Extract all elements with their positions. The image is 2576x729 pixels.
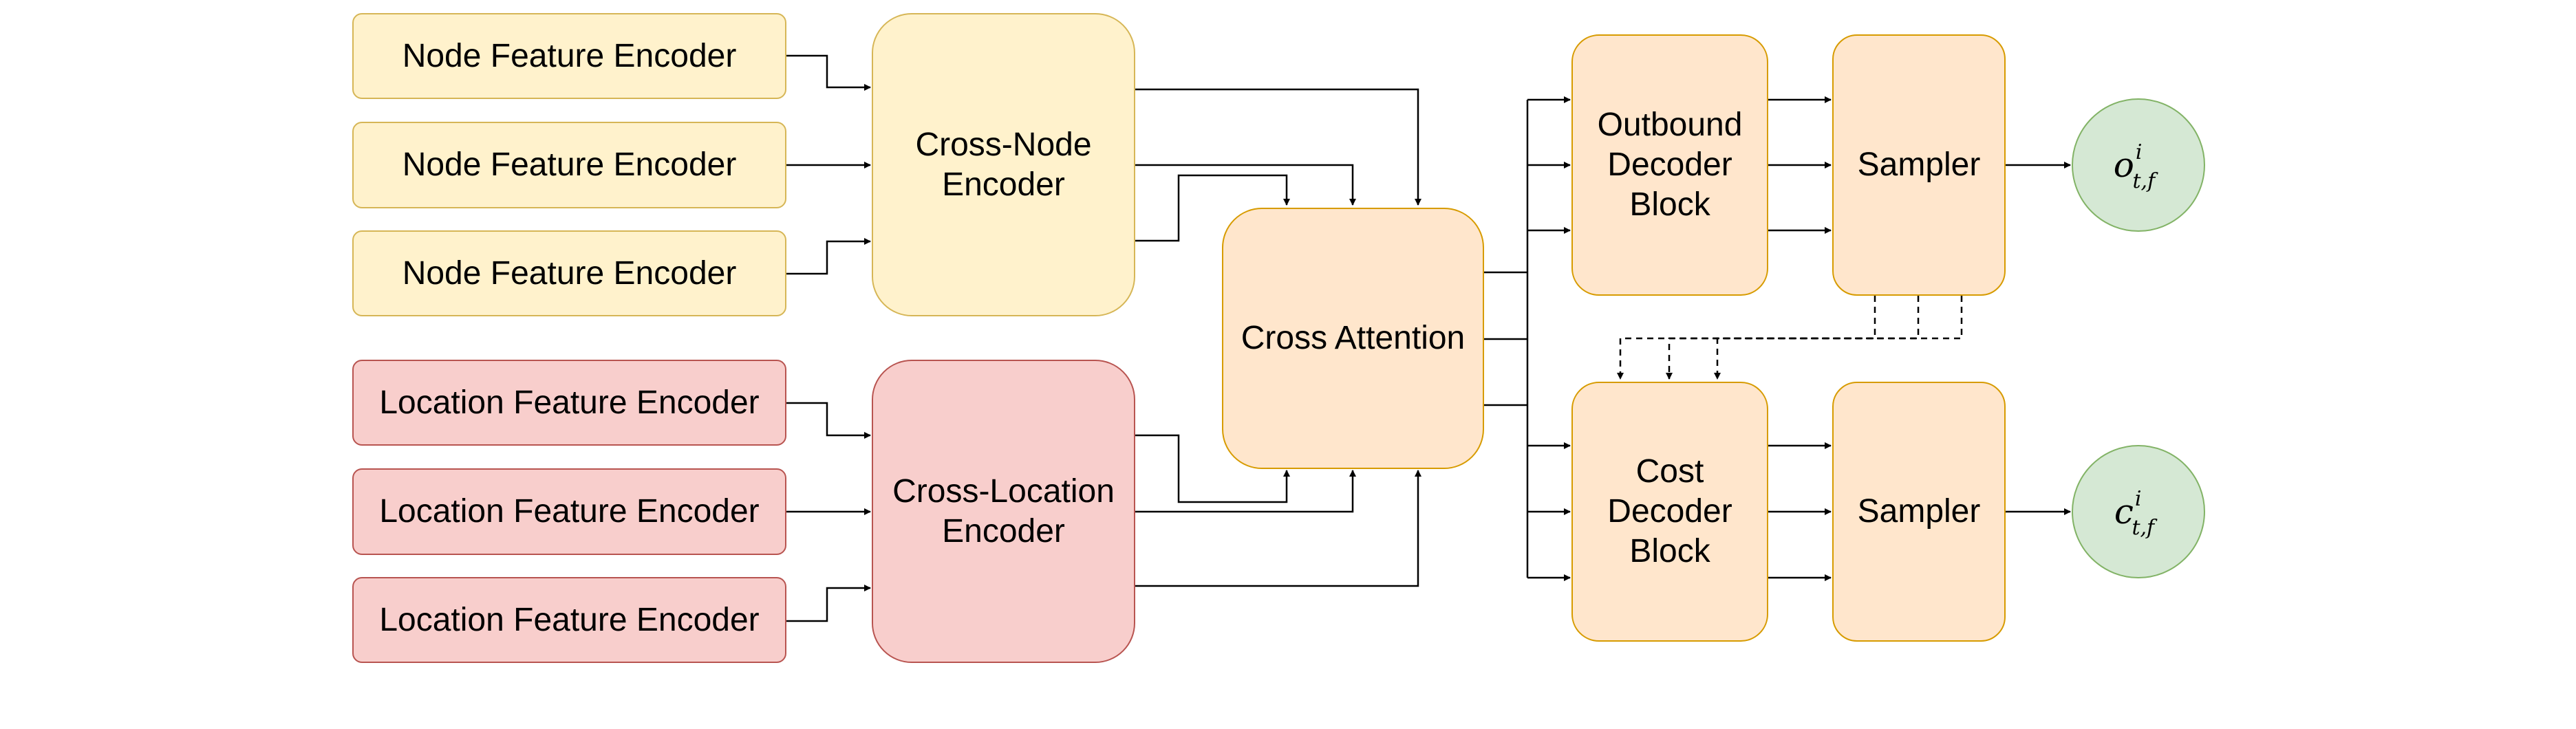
sampler-cost-label: Sampler — [1857, 493, 1981, 530]
output-cost: ci t,f — [2072, 445, 2205, 578]
cross-node-encoder: Cross-Node Encoder — [872, 13, 1135, 316]
cross-location-encoder: Cross-Location Encoder — [872, 360, 1135, 663]
output-outbound-superscript: i — [2135, 140, 2143, 164]
node-feature-encoder-label: Node Feature Encoder — [402, 146, 737, 183]
output-cost-math: ci t,f — [2114, 487, 2162, 540]
edge-feedback-3 — [1714, 296, 1963, 380]
output-outbound-math: oi t,f — [2113, 140, 2163, 193]
location-feature-encoder-label: Location Feature Encoder — [379, 493, 760, 530]
node-feature-encoder-2: Node Feature Encoder — [352, 122, 786, 208]
edge-cross-node-to-attention-1 — [1135, 88, 1421, 206]
sampler-outbound: Sampler — [1832, 34, 2006, 296]
location-feature-encoder-1: Location Feature Encoder — [352, 360, 786, 446]
edge-feedback-1 — [1617, 296, 1876, 380]
location-feature-encoder-label: Location Feature Encoder — [379, 601, 760, 638]
cross-location-encoder-line-1: Cross-Location — [892, 472, 1115, 510]
output-cost-superscript: i — [2134, 487, 2142, 511]
edge-cross-location-to-attention-3 — [1135, 470, 1421, 587]
location-feature-encoder-2: Location Feature Encoder — [352, 468, 786, 555]
edge-cross-location-to-attention-1 — [1135, 434, 1290, 503]
output-outbound-symbol: o — [2113, 145, 2134, 185]
cross-node-encoder-line-1: Cross-Node — [915, 126, 1092, 163]
cost-decoder-line-3: Block — [1629, 533, 1710, 569]
node-feature-encoder-label: Node Feature Encoder — [402, 254, 737, 292]
cost-decoder-line-1: Cost — [1635, 453, 1704, 490]
edge-node-encoder-1-to-cross-node — [786, 54, 871, 91]
sampler-cost: Sampler — [1832, 382, 2006, 642]
cross-attention-label: Cross Attention — [1241, 320, 1466, 356]
outbound-decoder-block: Outbound Decoder Block — [1571, 34, 1768, 296]
sampler-outbound-label: Sampler — [1857, 146, 1981, 183]
output-outbound: oi t,f — [2072, 98, 2205, 232]
cross-location-encoder-line-2: Encoder — [942, 512, 1065, 550]
edge-cross-node-to-attention-2 — [1135, 164, 1356, 206]
edge-feedback-2 — [1666, 296, 1920, 380]
location-feature-encoder-3: Location Feature Encoder — [352, 577, 786, 663]
edge-location-encoder-3-to-cross-location — [786, 585, 871, 622]
cost-decoder-line-2: Decoder — [1607, 493, 1732, 530]
node-feature-encoder-1: Node Feature Encoder — [352, 13, 786, 99]
edge-node-encoder-3-to-cross-node — [786, 238, 871, 275]
edge-cross-node-to-attention-3 — [1135, 174, 1290, 242]
outbound-decoder-line-1: Outbound — [1597, 107, 1743, 143]
node-feature-encoder-3: Node Feature Encoder — [352, 230, 786, 316]
outbound-decoder-line-2: Decoder — [1607, 146, 1732, 183]
edge-location-encoder-1-to-cross-location — [786, 402, 871, 439]
cost-decoder-block: Cost Decoder Block — [1571, 382, 1768, 642]
edge-cross-location-to-attention-2 — [1135, 470, 1356, 513]
outbound-decoder-line-3: Block — [1629, 186, 1710, 223]
output-outbound-subscript: t,f — [2132, 169, 2156, 193]
cross-node-encoder-line-2: Encoder — [942, 166, 1065, 203]
location-feature-encoder-label: Location Feature Encoder — [379, 384, 760, 421]
node-feature-encoder-label: Node Feature Encoder — [402, 37, 737, 74]
output-cost-symbol: c — [2114, 492, 2134, 532]
output-cost-subscript: t,f — [2132, 516, 2155, 540]
cross-attention-block: Cross Attention — [1222, 208, 1484, 469]
